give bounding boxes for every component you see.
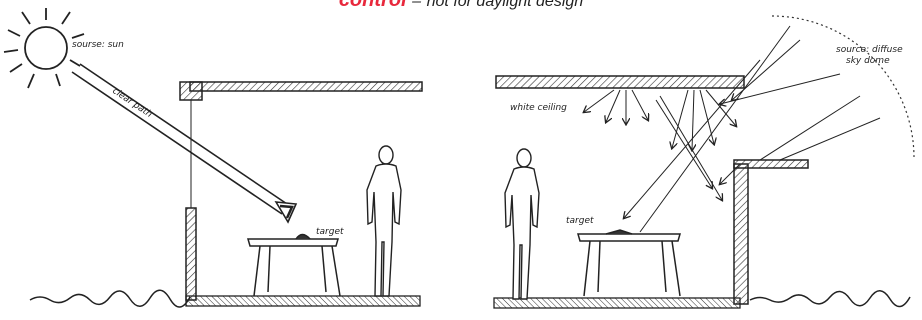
left-wall <box>186 208 196 300</box>
right-ground <box>750 291 910 307</box>
left-target-label: target <box>316 227 344 237</box>
left-panel: sourse: sun clear path <box>4 8 422 307</box>
ceiling-reflections <box>584 90 740 200</box>
right-target-label: target <box>566 216 594 226</box>
sky-dome-arc <box>772 16 914 158</box>
left-table <box>248 235 340 297</box>
right-person-icon <box>505 149 539 299</box>
sky-rays <box>624 26 880 232</box>
white-ceiling-label: white ceiling <box>510 103 567 113</box>
left-floor <box>186 296 420 306</box>
left-person-icon <box>367 146 401 296</box>
left-ceiling-slab <box>180 82 422 100</box>
left-ground <box>30 290 190 307</box>
sky-source-label-2: sky dome <box>846 56 890 66</box>
right-panel: source: diffuse sky dome white ceiling <box>494 16 914 308</box>
right-ceiling-slab <box>496 76 744 88</box>
right-wall <box>734 160 808 304</box>
right-floor <box>494 298 740 308</box>
right-table <box>578 230 680 296</box>
sun-source-label: sourse: sun <box>72 40 124 50</box>
sky-source-label-1: source: diffuse <box>836 45 903 55</box>
